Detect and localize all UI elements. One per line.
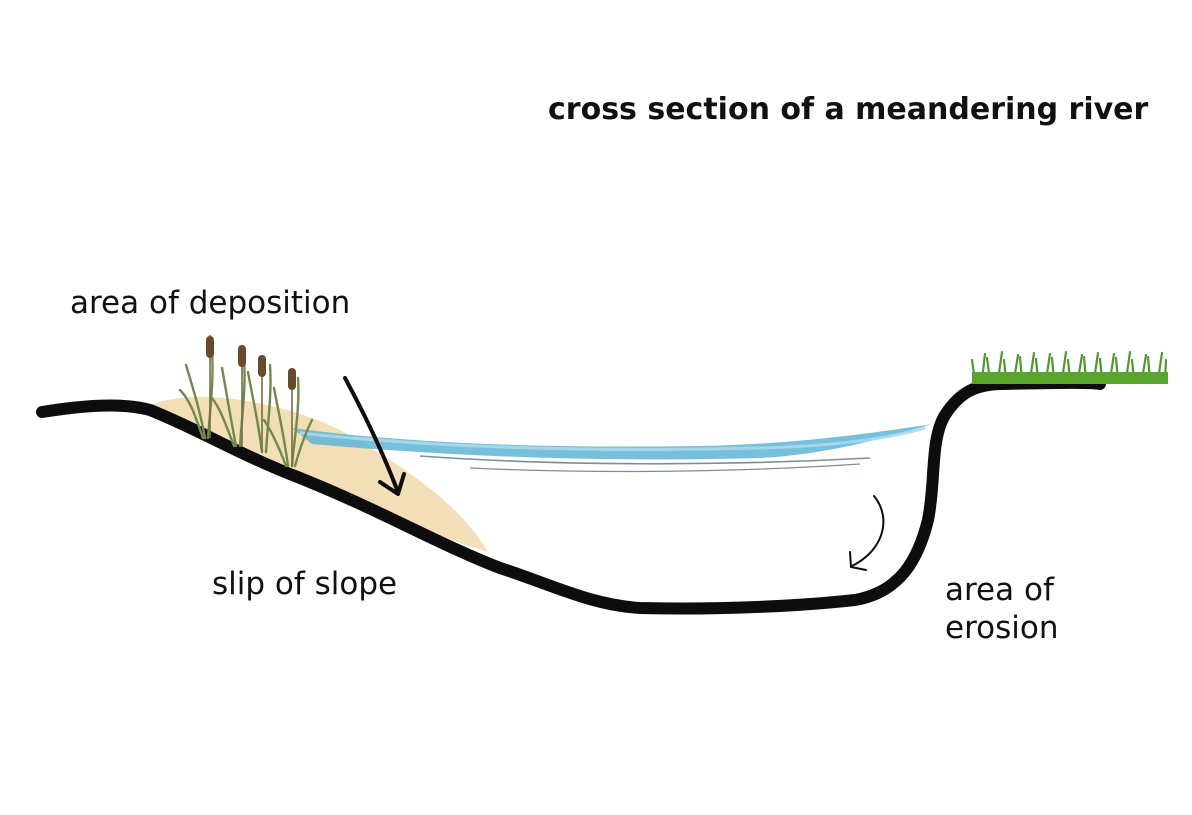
arrow-slip-icon	[343, 376, 406, 496]
arrow-erosion-icon	[849, 495, 885, 571]
river-water-highlight	[299, 426, 926, 451]
river-water	[292, 424, 932, 460]
label-slip-of-slope: slip of slope	[212, 566, 398, 602]
water-ripple-2	[469, 463, 861, 473]
label-erosion-line-1: area of	[945, 572, 1054, 608]
riverbed-outline	[36, 376, 1106, 615]
cattail-reed-icon	[178, 335, 314, 468]
water-ripple-1	[419, 455, 871, 465]
label-area-of-erosion: area of erosion	[945, 572, 1058, 648]
grass-base	[972, 372, 1168, 384]
diagram-title: cross section of a meandering river	[548, 92, 1149, 127]
label-erosion-line-2: erosion	[945, 609, 1059, 646]
label-area-of-deposition: area of deposition	[70, 285, 351, 321]
